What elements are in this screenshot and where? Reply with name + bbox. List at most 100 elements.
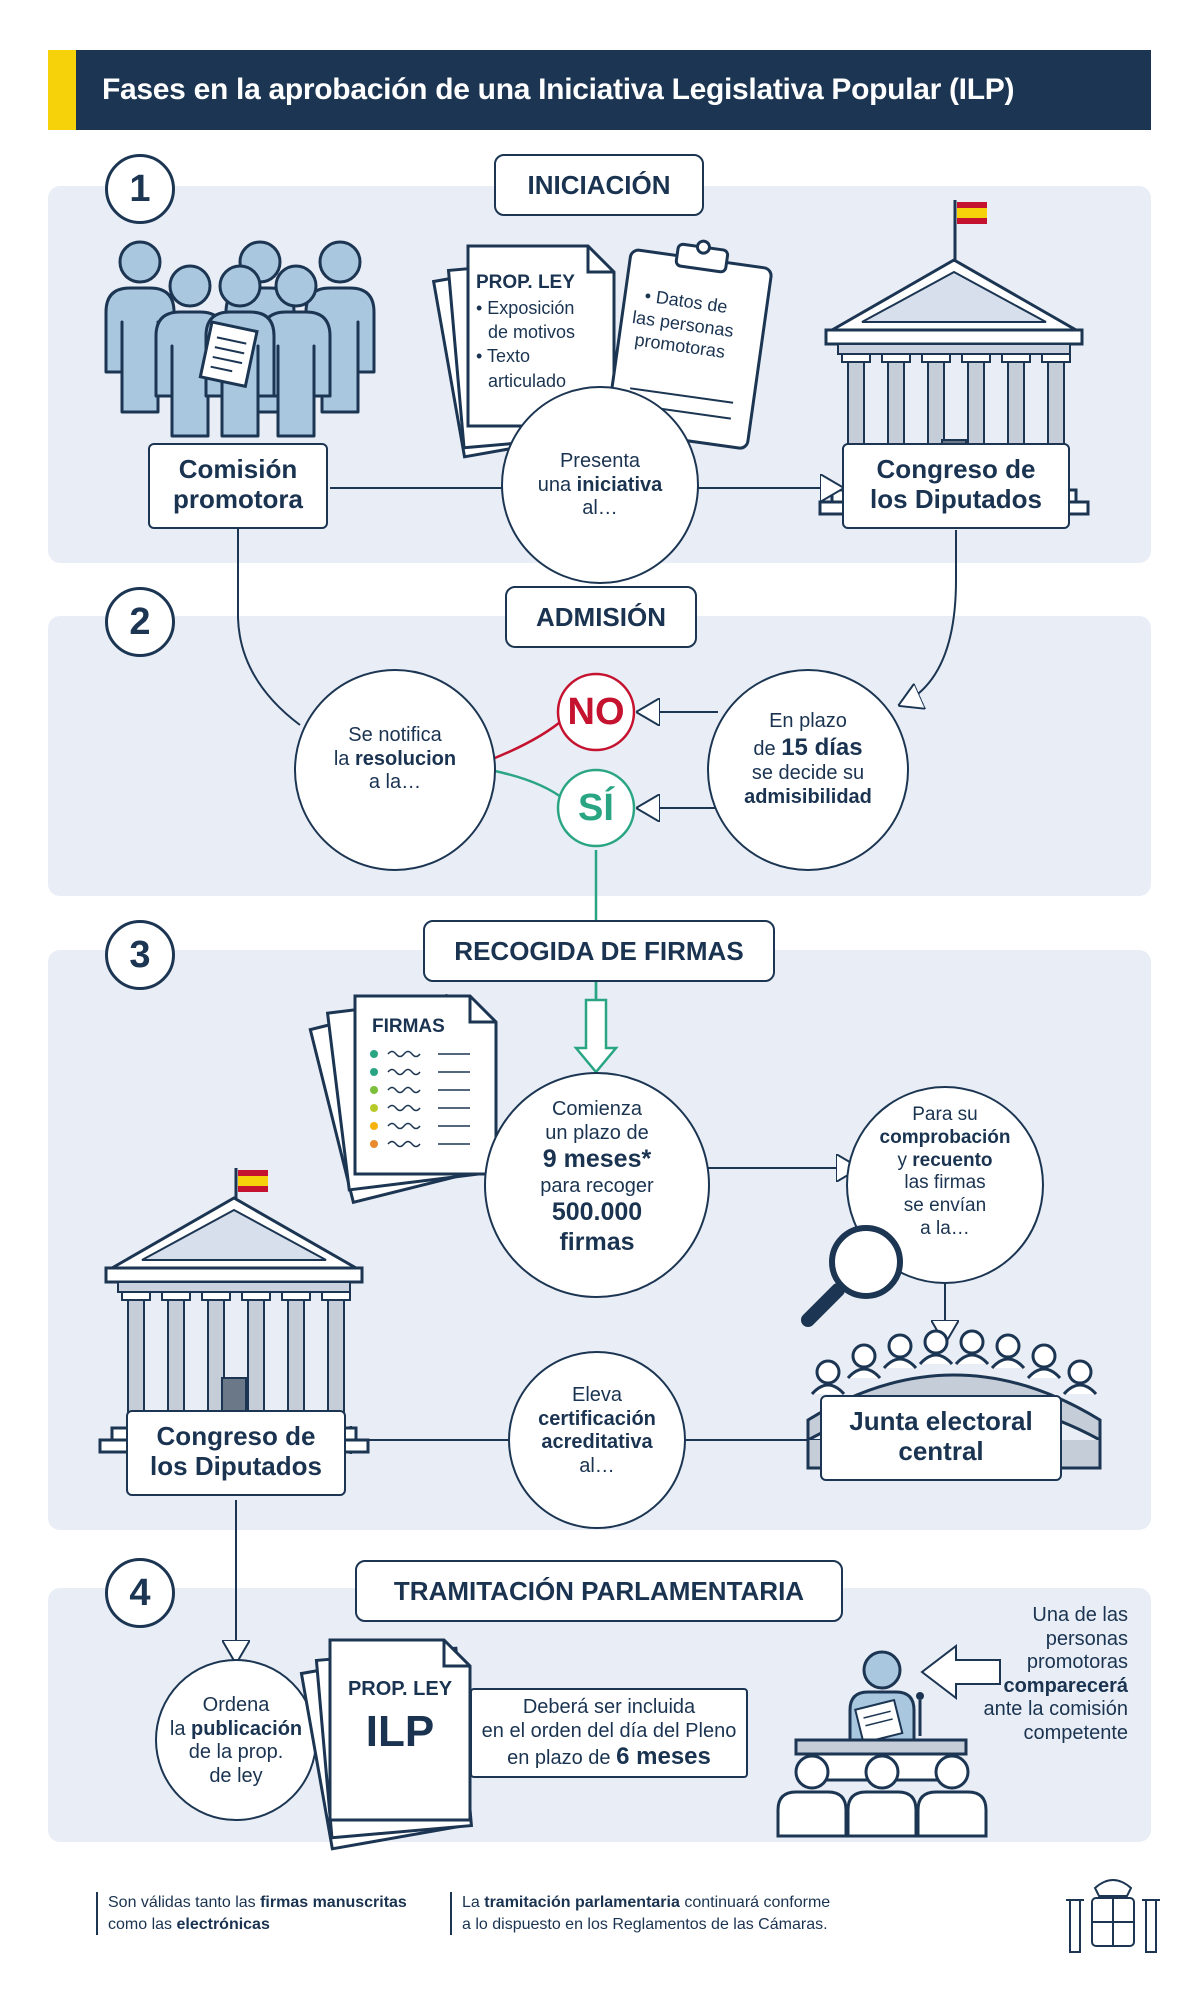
junta-line-2: central	[898, 1435, 984, 1466]
ordena-line-2b: publicación	[191, 1717, 303, 1740]
coat-of-arms-icon	[1066, 1879, 1160, 1953]
document-icon	[308, 993, 498, 1205]
notifica-line-1: Se notifica	[348, 724, 442, 746]
footnote2-b: tramitación parlamentaria	[484, 1894, 680, 1911]
phase-2-label: ADMISIÓN	[505, 586, 697, 648]
eleva-line-4: al…	[579, 1454, 615, 1477]
presenta-line-3: al…	[582, 497, 618, 520]
ordena-line-1: Ordena	[202, 1694, 270, 1716]
footnote2-d: a lo dispuesto en los Reglamentos de las…	[462, 1915, 828, 1933]
comprobacion-line-5: se envían	[903, 1195, 987, 1217]
phase-3-label: RECOGIDA DE FIRMAS	[423, 920, 775, 982]
document-icon	[299, 1638, 474, 1851]
comparecera-line-1: Una de las	[1032, 1604, 1128, 1626]
debera-text: Deberá ser incluida en el orden del día …	[470, 1696, 748, 1772]
debera-line-1: Deberá ser incluida	[522, 1696, 696, 1718]
eleva-text: Eleva certificación acreditativa al…	[517, 1384, 677, 1478]
presenta-text: Presenta una iniciativa al…	[510, 450, 690, 521]
debera-line-3b: 6 meses	[616, 1743, 711, 1771]
magnifier-icon	[801, 1225, 903, 1327]
phase-4-label: TRAMITACIÓN PARLAMENTARIA	[355, 1560, 843, 1622]
comprobacion-text: Para su comprobación y recuento las firm…	[855, 1104, 1035, 1241]
doc-item-2a: • Texto	[476, 346, 530, 367]
comprobacion-line-6: a la…	[920, 1217, 970, 1239]
header-accent	[48, 50, 76, 130]
comprobacion-line-4: las firmas	[904, 1172, 986, 1194]
comprobacion-line-3b: recuento	[912, 1149, 993, 1171]
comienza-text: Comienza un plazo de 9 meses* para recog…	[497, 1098, 697, 1257]
people-group-icon	[104, 240, 376, 438]
comision-promotora-box: Comisión promotora	[148, 443, 328, 529]
comienza-line-5: 500.000	[551, 1198, 643, 1227]
prop-ley-doc-text: PROP. LEY • Exposición de motivos • Text…	[476, 270, 606, 393]
comparecera-line-4: comparecerá	[1003, 1674, 1128, 1697]
footnote1-c: como las	[108, 1915, 177, 1933]
doc-item-1a: • Exposición	[476, 297, 575, 318]
comparecera-text: Una de las personas promotoras comparece…	[948, 1604, 1128, 1746]
comprobacion-circle	[846, 1086, 1044, 1284]
doc-title: PROP. LEY	[476, 272, 575, 293]
junta-electoral-box: Junta electoral central	[820, 1395, 1062, 1481]
plazo-text: En plazo de 15 días se decide su admisib…	[718, 710, 898, 809]
presenta-circle	[501, 386, 699, 584]
eleva-circle	[508, 1351, 686, 1529]
footnote2-c: continuará conforme	[679, 1894, 831, 1911]
eleva-line-1: Eleva	[571, 1384, 623, 1406]
comienza-line-1: Comienza	[551, 1098, 643, 1120]
plazo-line-4: admisibilidad	[744, 785, 872, 808]
notifica-line-2a: la	[333, 747, 355, 770]
comparecera-line-3: promotoras	[1026, 1651, 1128, 1674]
comprobacion-line-3a: y	[897, 1149, 913, 1171]
no-circle	[556, 672, 636, 752]
footer-note-2: La tramitación parlamentaria continuará …	[450, 1892, 882, 1936]
spain-flag-icon	[953, 200, 987, 262]
comprobacion-line-2: comprobación	[879, 1126, 1011, 1148]
ordena-text: Ordena la publicación de la prop. de ley	[161, 1694, 311, 1788]
ordena-line-4: de ley	[209, 1764, 263, 1787]
phase-1-number: 1	[105, 154, 175, 224]
footer-note-1: Son válidas tanto las firmas manuscritas…	[96, 1892, 448, 1936]
comienza-line-3: 9 meses*	[542, 1145, 652, 1174]
notifica-line-2b: resolucion	[354, 747, 457, 770]
congreso-2-line-1: Congreso de	[156, 1421, 316, 1451]
footnote1-d: electrónicas	[176, 1915, 270, 1933]
comparecera-line-2: personas	[1045, 1627, 1128, 1650]
ilp-doc-big: ILP	[365, 1707, 435, 1756]
comienza-line-4: para recoger	[540, 1174, 654, 1197]
comparecera-line-5: ante la comisión	[983, 1698, 1128, 1721]
ordena-line-2a: la	[169, 1717, 191, 1740]
debera-line-2: en el orden del día del Pleno	[481, 1719, 737, 1742]
comienza-circle	[484, 1072, 710, 1298]
debera-line-3a: en plazo de	[507, 1747, 617, 1770]
si-label: SÍ	[578, 787, 614, 829]
congreso-1-line-2: los Diputados	[870, 483, 1042, 514]
comienza-line-2: un plazo de	[545, 1121, 649, 1144]
ilp-doc-title: PROP. LEY	[347, 1678, 453, 1700]
junta-line-1: Junta electoral	[849, 1406, 1033, 1436]
ordena-line-3: de la prop.	[188, 1741, 284, 1764]
comision-line-2: promotora	[173, 483, 303, 514]
plazo-line-1: En plazo	[769, 710, 847, 732]
plazo-line-2a: de	[753, 737, 782, 760]
notifica-line-3: a la…	[368, 771, 422, 794]
panel-phase-2	[48, 616, 1151, 896]
phase-1-label: INICIACIÓN	[494, 154, 704, 216]
page-title: Fases en la aprobación de una Iniciativa…	[102, 73, 1015, 106]
plazo-circle	[707, 669, 909, 871]
phase-2-number: 2	[105, 587, 175, 657]
presenta-line-2b: iniciativa	[576, 473, 663, 496]
eleva-line-3: acreditativa	[541, 1431, 653, 1454]
congreso-box-1: Congreso de los Diputados	[842, 443, 1070, 529]
congreso-1-line-1: Congreso de	[876, 454, 1036, 484]
congreso-2-line-2: los Diputados	[150, 1450, 322, 1481]
footnote1-a: Son válidas tanto las	[108, 1894, 261, 1911]
footnote1-b: firmas manuscritas	[260, 1894, 407, 1911]
comision-line-1: Comisión	[178, 454, 298, 484]
footnote2-a: La	[462, 1894, 485, 1911]
comienza-line-6: firmas	[559, 1227, 635, 1256]
presenta-line-2a: una	[537, 473, 577, 496]
header-bar	[48, 50, 1151, 130]
firmas-list	[370, 1050, 470, 1148]
firmas-doc-title: FIRMAS	[372, 1016, 445, 1037]
no-label: NO	[567, 691, 625, 733]
